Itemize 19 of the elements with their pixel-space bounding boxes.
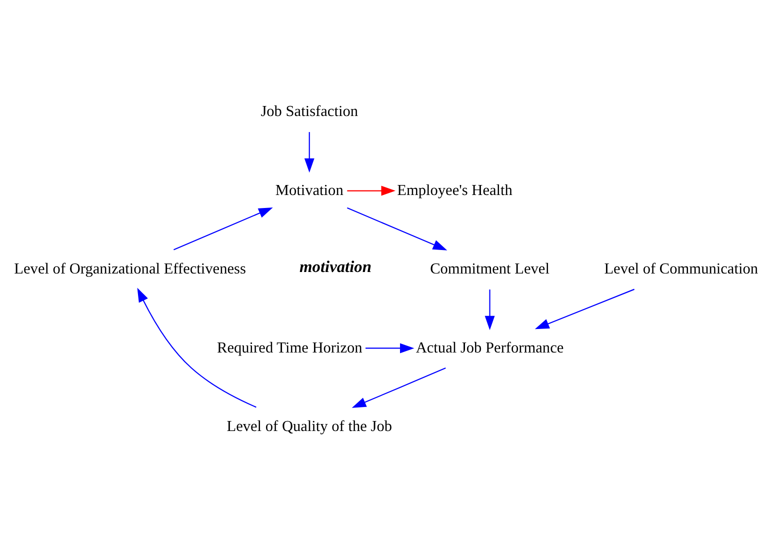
arrow	[484, 289, 495, 330]
label: motivation	[300, 256, 372, 276]
node-text: Employee's Health	[397, 181, 512, 198]
node-text: Level of Communication	[604, 260, 758, 278]
node-text: Motivation	[275, 181, 344, 198]
node-text: Level of Quality of the Job	[226, 417, 392, 434]
arrow	[347, 185, 396, 196]
arrow	[304, 132, 314, 172]
node-text: Required Time Horizon	[217, 338, 362, 356]
node-text: Job Satisfaction	[260, 102, 358, 120]
node-text: Actual Job Performance	[416, 338, 564, 356]
arrow	[137, 287, 256, 408]
arrow	[534, 288, 635, 329]
node-text: Level of Organizational Effectiveness	[14, 260, 246, 278]
arrow	[173, 206, 273, 250]
arrow	[366, 342, 414, 353]
arrow	[346, 206, 448, 250]
node-text: Commitment Level	[430, 260, 550, 278]
arrow	[352, 367, 446, 408]
